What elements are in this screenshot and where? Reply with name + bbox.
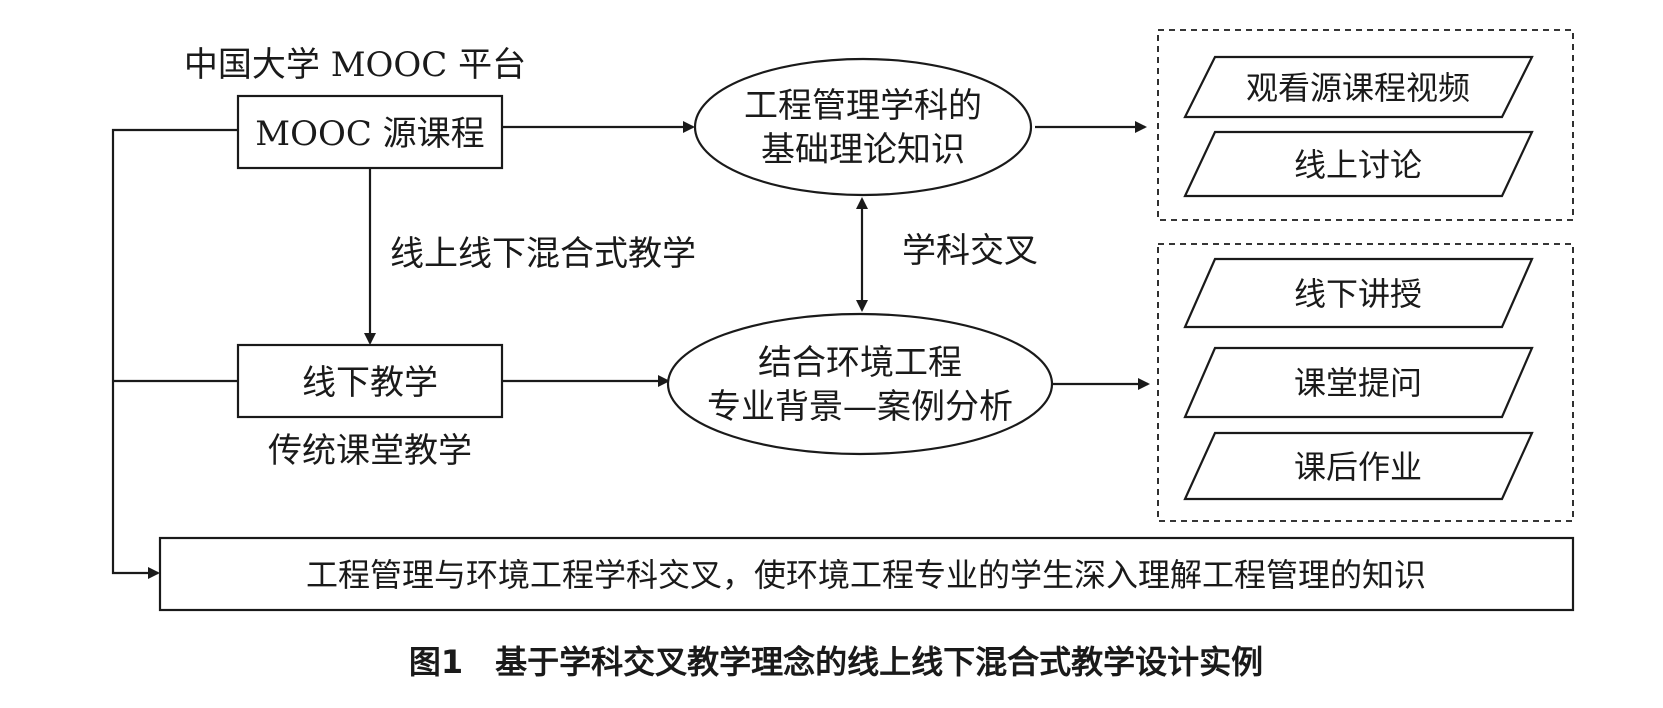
activity-lecture-label: 线下讲授: [1294, 275, 1422, 313]
offline-activities-panel: 线下讲授 课堂提问 课后作业: [1157, 243, 1574, 522]
activity-questions-label: 课堂提问: [1294, 364, 1422, 402]
case-analysis-ellipse: 结合环境工程 专业背景—案例分析: [666, 312, 1054, 456]
activity-online-discussion: 线上讨论: [1183, 130, 1534, 198]
blended-teaching-label: 线上线下混合式教学: [390, 234, 696, 274]
activity-homework: 课后作业: [1183, 431, 1534, 501]
activity-questions: 课堂提问: [1183, 346, 1534, 419]
arrow-left-to-outcome: [111, 128, 238, 579]
theory-knowledge-line1: 工程管理学科的: [744, 86, 982, 126]
discipline-cross-label: 学科交叉: [902, 231, 1038, 271]
activity-homework-label: 课后作业: [1294, 448, 1422, 486]
activity-watch-videos-label: 观看源课程视频: [1246, 69, 1470, 107]
case-analysis-line1: 结合环境工程: [758, 343, 962, 383]
outcome-box: 工程管理与环境工程学科交叉，使环境工程专业的学生深入理解工程管理的知识: [158, 536, 1575, 612]
mooc-course-label: MOOC 源课程: [255, 114, 484, 154]
activity-online-discussion-label: 线上讨论: [1294, 146, 1422, 184]
traditional-classroom-label: 传统课堂教学: [268, 431, 472, 471]
activity-lecture: 线下讲授: [1183, 257, 1534, 329]
theory-knowledge-ellipse: 工程管理学科的 基础理论知识: [693, 57, 1033, 197]
figure-caption: 图1 基于学科交叉教学理念的线上线下混合式教学设计实例: [409, 643, 1263, 681]
activity-watch-videos: 观看源课程视频: [1183, 55, 1534, 119]
offline-teaching-box: 线下教学: [236, 343, 504, 419]
online-activities-panel: 观看源课程视频 线上讨论: [1157, 29, 1574, 221]
theory-knowledge-line2: 基础理论知识: [761, 130, 965, 170]
platform-label: 中国大学 MOOC 平台: [184, 45, 526, 85]
offline-teaching-label: 线下教学: [302, 363, 438, 403]
mooc-course-box: MOOC 源课程: [236, 94, 504, 170]
outcome-label: 工程管理与环境工程学科交叉，使环境工程专业的学生深入理解工程管理的知识: [306, 556, 1426, 594]
case-analysis-line2: 专业背景—案例分析: [707, 387, 1013, 427]
